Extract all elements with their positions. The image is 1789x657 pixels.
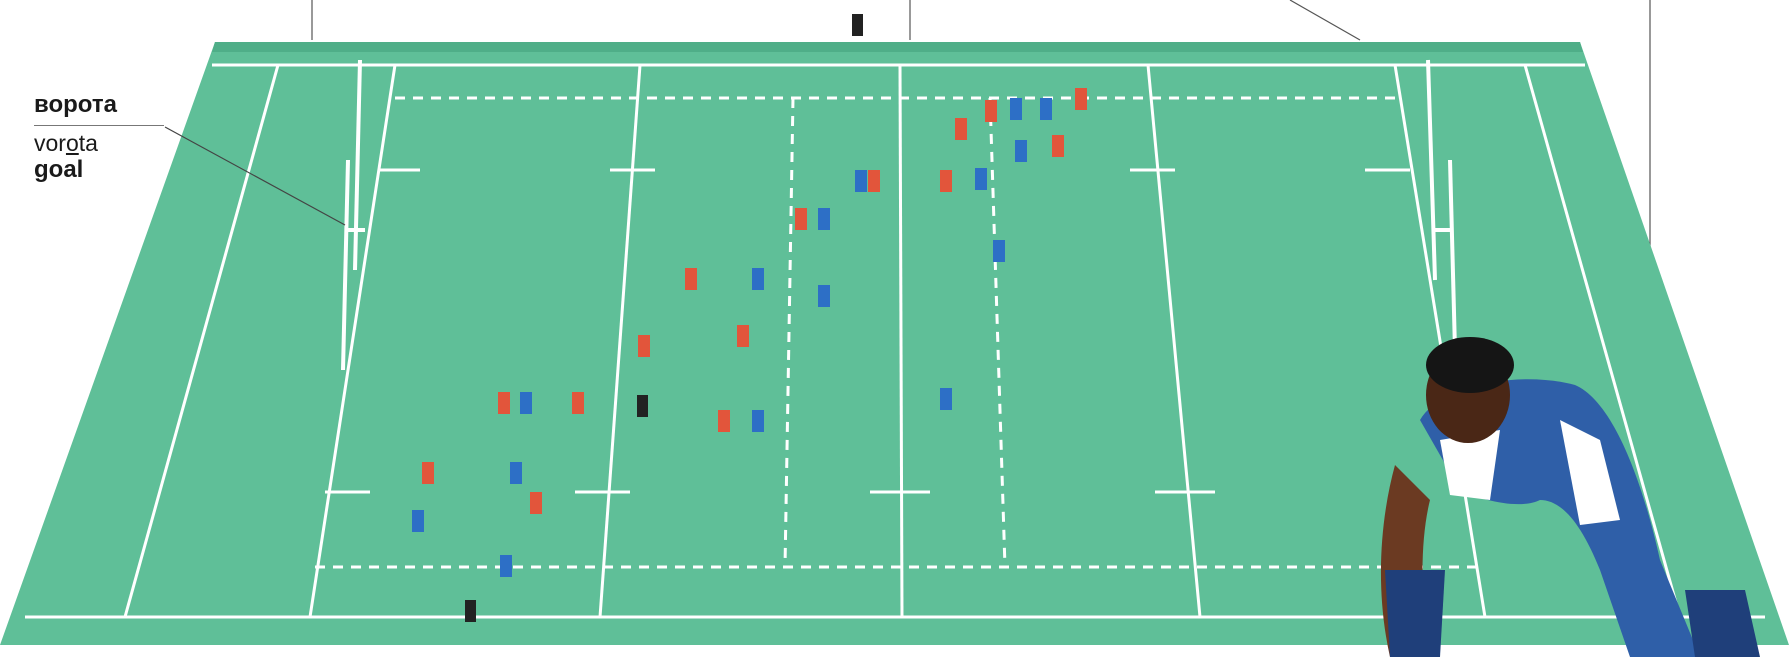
caption-english: goal [34, 157, 164, 184]
goal-caption: ворота vorota goal [34, 92, 164, 184]
caption-transliteration: vorota [34, 131, 164, 157]
pitch-border-top [212, 42, 1583, 52]
pitch-surface [0, 42, 1789, 645]
caption-divider [34, 125, 164, 126]
caption-russian: ворота [34, 92, 164, 119]
